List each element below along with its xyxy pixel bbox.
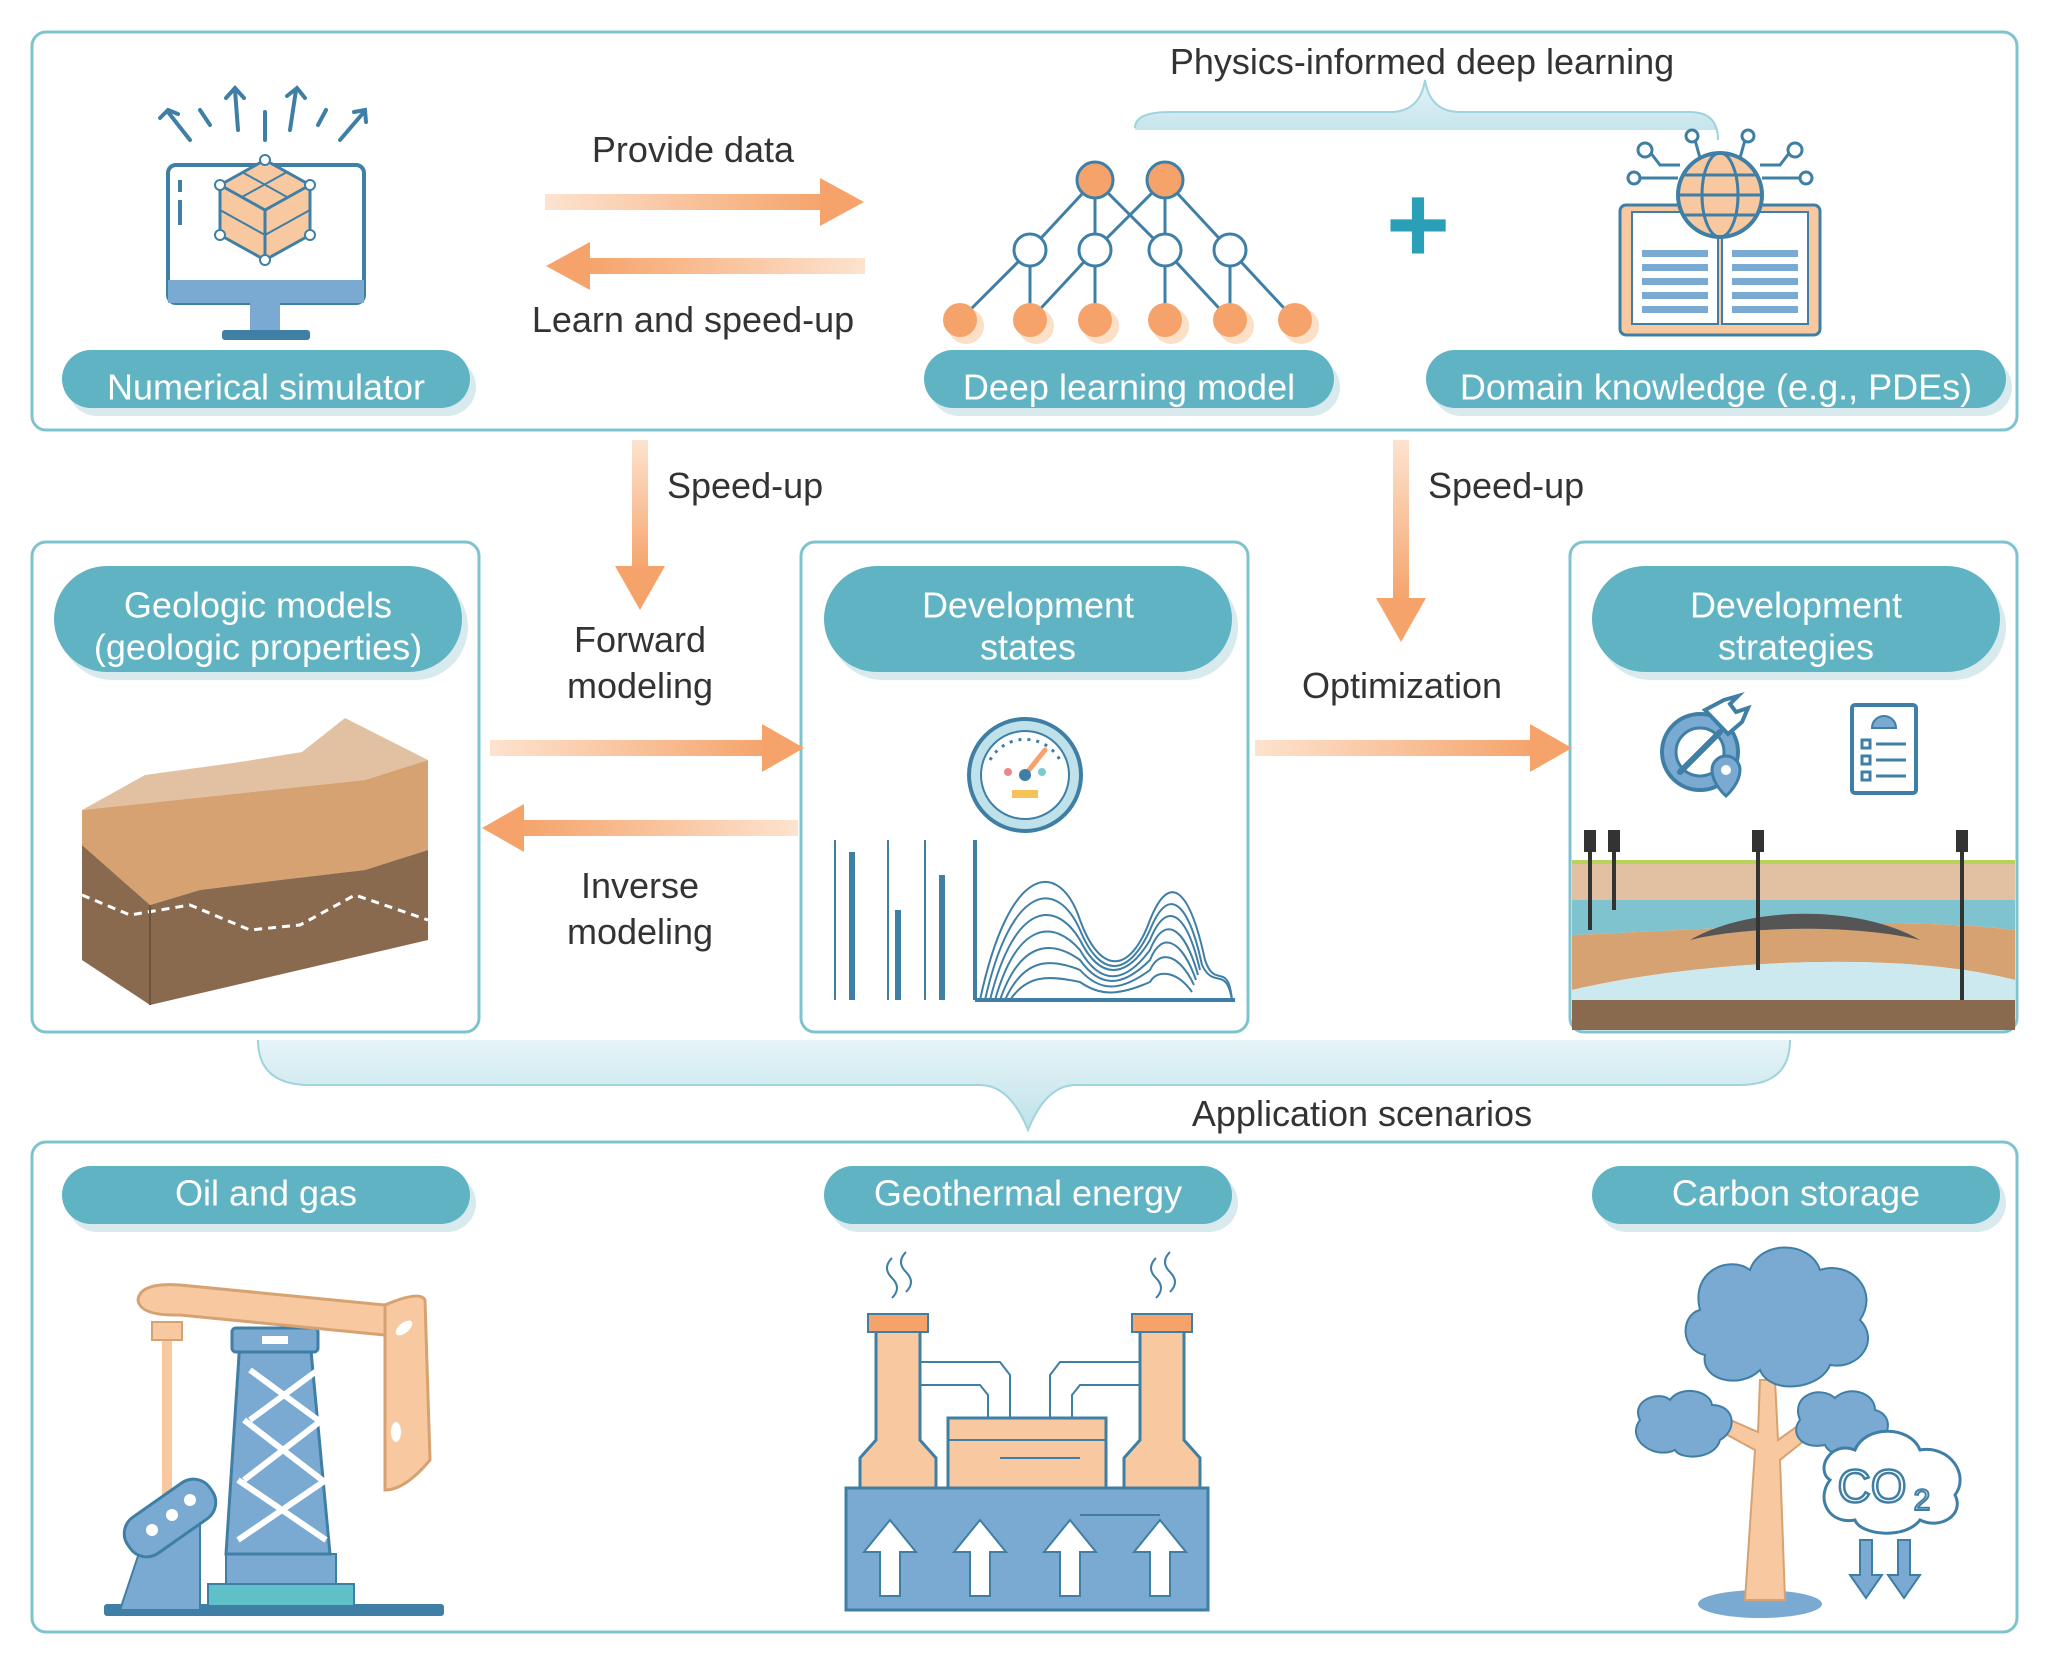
forward-label-2: modeling (567, 665, 713, 706)
dev-states-pill: Development states (824, 566, 1238, 680)
oil-gas-pill: Oil and gas (62, 1166, 476, 1232)
dev-states-title-2: states (980, 627, 1076, 668)
speedup-right-arrow (1376, 440, 1426, 642)
domain-pill: Domain knowledge (e.g., PDEs) (1426, 350, 2012, 416)
speedup-right-label: Speed-up (1428, 465, 1584, 506)
dl-model-label: Deep learning model (963, 367, 1295, 408)
curves-chart-icon (975, 880, 1235, 1002)
carbon-label: Carbon storage (1672, 1173, 1920, 1214)
checklist-icon (1850, 703, 1918, 795)
inverse-label-1: Inverse (581, 865, 699, 906)
inverse-label-2: modeling (567, 911, 713, 952)
physics-brace (1135, 78, 1718, 140)
domain-knowledge-icon (1618, 128, 1822, 337)
tree-co2-icon: CO 2 (1634, 1246, 1962, 1618)
inverse-arrow (482, 804, 798, 852)
geologic-pill: Geologic models (geologic properties) (54, 566, 468, 680)
optimization-label: Optimization (1302, 665, 1502, 706)
dev-strategies-title-1: Development (1690, 585, 1902, 626)
bottom-panel (30, 1140, 2019, 1634)
speedup-left-label: Speed-up (667, 465, 823, 506)
simulator-label: Numerical simulator (107, 367, 425, 408)
simulator-pill: Numerical simulator (62, 350, 476, 416)
forward-arrow (490, 724, 804, 772)
oil-gas-label: Oil and gas (175, 1173, 357, 1214)
dev-states-title-1: Development (922, 585, 1134, 626)
learn-speedup-label: Learn and speed-up (532, 299, 854, 340)
geologic-title-1: Geologic models (124, 585, 392, 626)
physics-brace-line (1134, 79, 1719, 141)
dl-model-pill: Deep learning model (924, 350, 1340, 416)
geothermal-pill: Geothermal energy (824, 1166, 1238, 1232)
bars-chart-icon (834, 840, 977, 1000)
application-brace (257, 1039, 1791, 1133)
provide-data-arrow (545, 178, 864, 226)
plus-sign: + (1386, 163, 1450, 286)
wrench-target-icon (1660, 691, 1752, 798)
geologic-title-2: (geologic properties) (94, 627, 422, 668)
domain-label: Domain knowledge (e.g., PDEs) (1460, 367, 1972, 408)
learn-speedup-arrow (546, 242, 865, 290)
forward-label-1: Forward (574, 619, 706, 660)
optimization-arrow (1255, 724, 1572, 772)
co2-text: CO (1838, 1460, 1907, 1512)
application-label: Application scenarios (1192, 1093, 1532, 1134)
reservoir-icon (1572, 830, 2015, 1030)
simulator-icon (158, 85, 368, 340)
provide-data-label: Provide data (592, 129, 795, 170)
pumpjack-icon (104, 1283, 444, 1616)
dev-strategies-title-2: strategies (1718, 627, 1874, 668)
physics-label: Physics-informed deep learning (1170, 41, 1674, 82)
geothermal-plant-icon (844, 1251, 1210, 1612)
dev-strategies-pill: Development strategies (1592, 566, 2006, 680)
co2-subscript: 2 (1914, 1484, 1931, 1517)
geologic-block-icon (81, 718, 429, 1005)
carbon-pill: Carbon storage (1592, 1166, 2006, 1232)
speedup-left-arrow (615, 440, 665, 610)
top-panel (30, 30, 2019, 432)
geothermal-label: Geothermal energy (874, 1173, 1182, 1214)
gauge-icon (967, 717, 1083, 833)
neural-network-icon (943, 160, 1319, 344)
